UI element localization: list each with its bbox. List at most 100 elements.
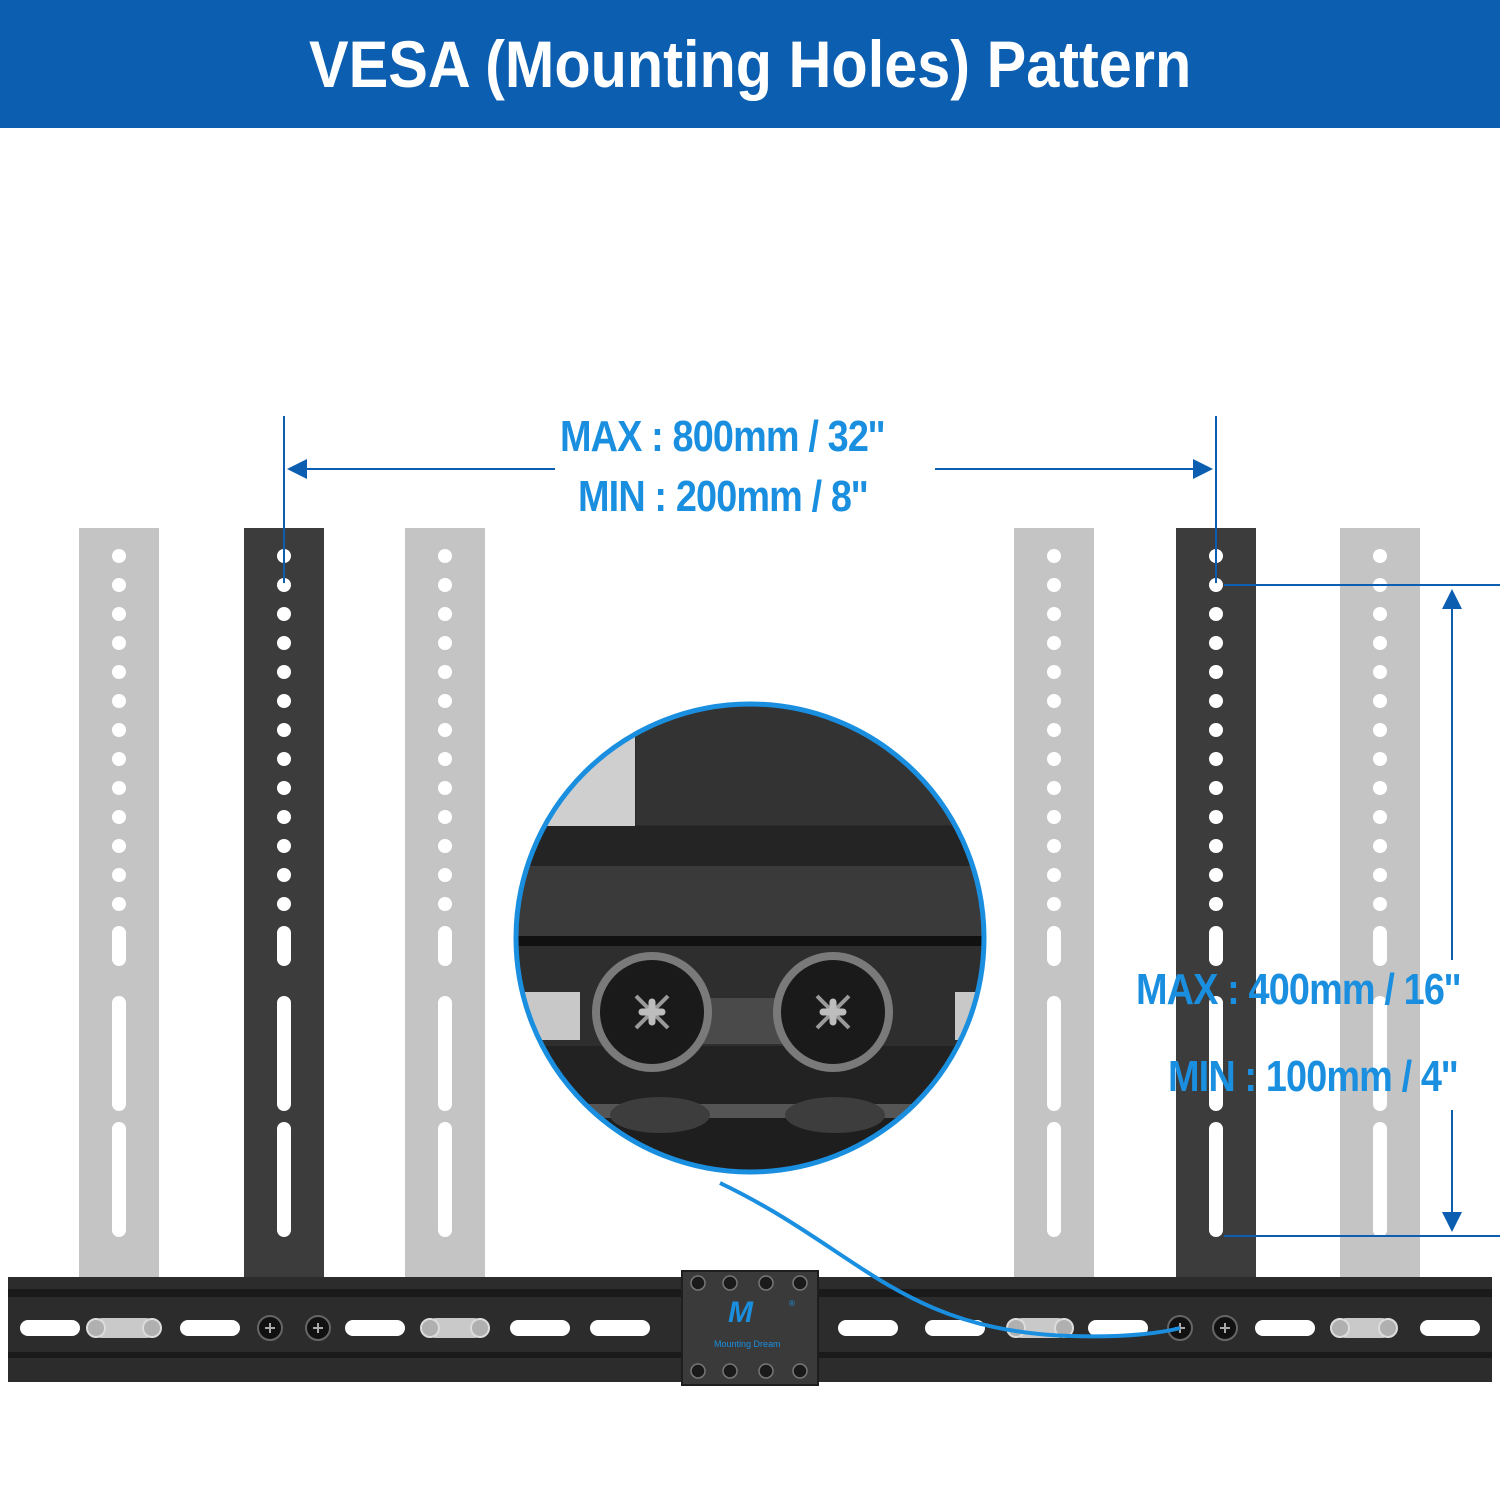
- arm-hole: [1047, 839, 1061, 853]
- arm-hole: [438, 636, 452, 650]
- horizontal-dimension: [283, 416, 1217, 583]
- screw-icon: [142, 1318, 162, 1338]
- arm-hole: [112, 607, 126, 621]
- arm-hole: [277, 636, 291, 650]
- arm-slot: [438, 1122, 452, 1237]
- screw-icon: [470, 1318, 490, 1338]
- arm-hole: [112, 781, 126, 795]
- arm-hole: [112, 723, 126, 737]
- arm-hole: [277, 897, 291, 911]
- arm-slot: [438, 996, 452, 1111]
- rail-slot: [838, 1320, 898, 1336]
- arm-hole: [1373, 636, 1387, 650]
- arm-slot: [1209, 996, 1223, 1111]
- arm-hole: [1209, 694, 1223, 708]
- arm-hole: [1047, 665, 1061, 679]
- arm-hole: [1209, 636, 1223, 650]
- arm-slot: [112, 996, 126, 1111]
- phillips-screw-icon: [265, 1323, 275, 1333]
- arm-hole: [1373, 839, 1387, 853]
- arm-hole: [277, 868, 291, 882]
- screw-icon: [722, 1275, 738, 1291]
- arm-hole: [277, 723, 291, 737]
- mounting-arms: [79, 528, 1420, 1280]
- arm-hole: [112, 549, 126, 563]
- phillips-screw-icon: [592, 952, 712, 1072]
- arm-hole: [112, 578, 126, 592]
- arm-slot: [1373, 926, 1387, 966]
- arm-hole: [1209, 578, 1223, 592]
- screw-icon: [792, 1275, 808, 1291]
- screw-icon: [690, 1275, 706, 1291]
- arm-hole: [1373, 665, 1387, 679]
- arm-hole: [1373, 694, 1387, 708]
- phillips-screw-icon: [1220, 1323, 1230, 1333]
- arm-hole: [1209, 665, 1223, 679]
- arm-slot: [1209, 926, 1223, 966]
- brand-name: Mounting Dream: [714, 1339, 781, 1349]
- rail-slot: [925, 1320, 985, 1336]
- arm-hole: [1373, 868, 1387, 882]
- rail-slot: [1336, 1318, 1392, 1338]
- arm-hole: [1373, 723, 1387, 737]
- arm-slot: [277, 1122, 291, 1237]
- arm-hole: [438, 752, 452, 766]
- arm-hole: [112, 694, 126, 708]
- arm-hole: [112, 868, 126, 882]
- horizontal-max-label: MAX : 800mm / 32'': [560, 412, 885, 461]
- arm-hole: [1209, 810, 1223, 824]
- inactive-arm: [405, 528, 485, 1280]
- arm-hole: [438, 694, 452, 708]
- phillips-screw-icon: [773, 952, 893, 1072]
- arm-hole: [1209, 839, 1223, 853]
- arm-hole: [438, 665, 452, 679]
- arm-hole: [1209, 868, 1223, 882]
- arm-hole: [438, 839, 452, 853]
- arm-slot: [1373, 996, 1387, 1111]
- arm-hole: [438, 868, 452, 882]
- arm-hole: [1047, 636, 1061, 650]
- vertical-max-label: MAX : 400mm / 16'': [1136, 965, 1461, 1014]
- arm-hole: [1209, 752, 1223, 766]
- arm-hole: [277, 665, 291, 679]
- arm-hole: [1047, 549, 1061, 563]
- arm-hole: [1047, 781, 1061, 795]
- arm-hole: [1209, 781, 1223, 795]
- arm-slot: [1047, 926, 1061, 966]
- screw-icon: [722, 1363, 738, 1379]
- screw-icon: [792, 1363, 808, 1379]
- header-banner: VESA (Mounting Holes) Pattern: [0, 0, 1500, 128]
- arm-hole: [112, 839, 126, 853]
- arm-slot: [1047, 996, 1061, 1111]
- arm-hole: [1373, 549, 1387, 563]
- rail-slot: [20, 1320, 80, 1336]
- arm-hole: [1209, 897, 1223, 911]
- arm-slot: [112, 926, 126, 966]
- arm-slot: [277, 996, 291, 1111]
- plate-screws: [690, 1275, 808, 1379]
- arm-hole: [1047, 694, 1061, 708]
- arm-hole: [438, 810, 452, 824]
- arm-hole: [438, 781, 452, 795]
- brand-logo: M: [728, 1296, 753, 1329]
- rail-slot: [510, 1320, 570, 1336]
- arm-hole: [1047, 897, 1061, 911]
- vertical-min-label: MIN : 100mm / 4'': [1168, 1052, 1458, 1101]
- arm-slot: [1373, 1122, 1387, 1237]
- rail-slot: [92, 1318, 156, 1338]
- active-arm: [244, 528, 324, 1280]
- rail-slot: [590, 1320, 650, 1336]
- vertical-dimension: [1224, 584, 1500, 1237]
- rail-slot: [345, 1320, 405, 1336]
- page-title: VESA (Mounting Holes) Pattern: [308, 27, 1192, 101]
- arm-hole: [1373, 810, 1387, 824]
- rail-screws: [257, 1315, 1238, 1341]
- rail-slot: [1420, 1320, 1480, 1336]
- arm-hole: [277, 752, 291, 766]
- rail-slot: [1255, 1320, 1315, 1336]
- arm-slot: [112, 1122, 126, 1237]
- arm-hole: [1047, 810, 1061, 824]
- arm-hole: [438, 897, 452, 911]
- inactive-arm: [79, 528, 159, 1280]
- active-arm: [1176, 528, 1256, 1280]
